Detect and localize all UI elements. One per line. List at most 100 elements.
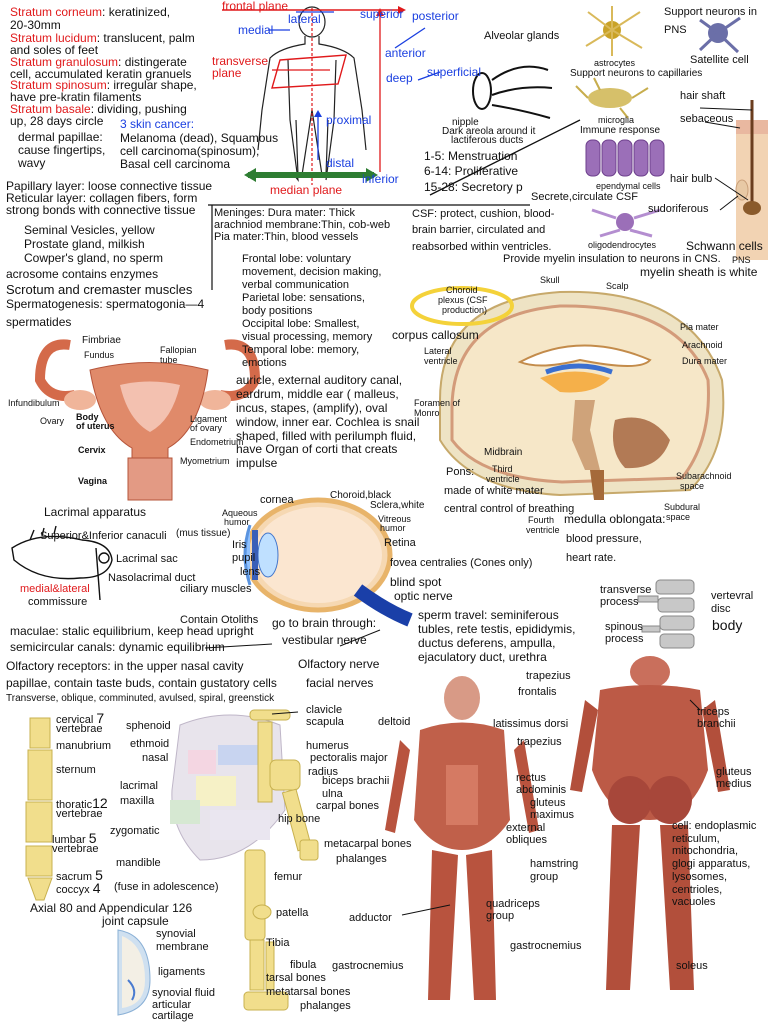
breast-sketch (472, 65, 553, 119)
vitreous-label-1: Vitreous (378, 514, 411, 524)
lateral-ventricle-label-2: ventricle (424, 356, 458, 366)
quadriceps-label-1: quadriceps (486, 898, 540, 910)
rectus-label-1: rectus (516, 772, 546, 784)
zygomatic-label: zygomatic (110, 825, 160, 837)
distal-label: distal (326, 156, 355, 170)
cell-organelles-1: cell: endoplasmic (672, 820, 757, 832)
lobe-line-7: visual processing, memory (242, 331, 373, 343)
pectoralis-label: pectoralis major (310, 752, 388, 764)
ligament-label-1: Ligament (190, 414, 228, 424)
ear-line-7: impulse (236, 456, 278, 470)
eye-image (243, 497, 413, 627)
skin-cancer-2: cell carcinoma(spinosum), (120, 144, 260, 158)
skin-layer-granulosum: Stratum granulosum: distingerate (10, 55, 187, 69)
cervix-label: Cervix (78, 445, 106, 455)
spinous-process-1: spinous (605, 621, 643, 633)
cell-organelles-3: mitochondria, (672, 845, 739, 857)
sacrum-label: sacrum 5 (56, 867, 103, 883)
lobe-line-2: movement, decision making, (242, 266, 382, 278)
lobe-line-1: Frontal lobe: voluntary (242, 253, 351, 265)
skin-layer-lucidum: Stratum lucidum: translucent, palm (10, 31, 195, 45)
csf-line-2: brain barrier, circulated and (412, 224, 546, 236)
cycle-secretory: 15-28: Secretory p (424, 180, 523, 194)
gastrocnemius-back-label: gastrocnemius (510, 940, 582, 952)
breathing-label: central control of breathing (444, 503, 575, 515)
vertebral-disc-2: disc (711, 603, 731, 615)
ear-line-6: have Organ of corti that creats (236, 442, 398, 456)
skeleton-limbs-image (243, 709, 319, 1011)
sclera-label: Sclera,white (370, 500, 425, 511)
subarachnoid-label-1: Subarachnoid (676, 471, 732, 481)
nasolacrimal-duct-label: Nasolacrimal duct (108, 572, 196, 584)
fibula-label: fibula (290, 959, 317, 971)
optic-nerve-label: optic nerve (394, 589, 453, 603)
oligodendrocyte-image (591, 208, 661, 238)
skin-layer-spinosum-desc: have pre-kratin filaments (10, 90, 142, 104)
deltoid-label: deltoid (378, 716, 411, 728)
carpal-label: carpal bones (316, 800, 379, 812)
microglia-label: microglia (598, 115, 635, 125)
ovary-label: Ovary (40, 416, 65, 426)
pia-mater-label: Pia mater (680, 322, 719, 332)
aqueous-label-1: Aqueous (222, 508, 258, 518)
tarsal-label: tarsal bones (266, 972, 326, 984)
coccyx-label: coccyx 4 (56, 880, 101, 896)
patella-label: patella (276, 907, 309, 919)
acrosome: acrosome contains enzymes (6, 267, 159, 281)
astrocytes-label: astrocytes (594, 58, 636, 68)
nipple-label: nipple (452, 117, 479, 128)
satellite-cell-image (698, 16, 741, 54)
to-brain-label: go to brain through: (272, 616, 377, 630)
anterior-label: anterior (385, 46, 426, 60)
scrotum-label: Scrotum and cremaster muscles (6, 282, 193, 297)
taste-papillae-label: papillae, contain taste buds, contain gu… (6, 676, 277, 690)
axial-appendicular-label: Axial 80 and Appendicular 126 (30, 901, 193, 915)
cell-organelles-5: lysosomes, (672, 871, 728, 883)
ear-line-3: incus, stapes, (amplify), oval (236, 401, 388, 415)
ependymal-label: ependymal cells (596, 181, 661, 191)
cell-organelles-7: vacuoles (672, 896, 716, 908)
maculae-label: maculae: stalic equilibrium, keep head u… (10, 624, 254, 638)
astrocyte-image (585, 6, 643, 56)
hip-bone-label: hip bone (278, 813, 321, 825)
commissure-label-1: medial&lateral (20, 583, 90, 595)
transverse-plane-label-1: transverse (212, 54, 269, 68)
cervical-label: cervical 7 (56, 710, 105, 726)
meninges-arachnoid: arachniod membrane:Thin, cob-web (214, 219, 391, 231)
scapula-label: scapula (306, 716, 344, 728)
dermal-papillae-2: cause fingertips, (18, 143, 106, 157)
skin-cancer-3: Basal cell carcinoma (120, 157, 231, 171)
synovial-fluid-label: synovial fluid (152, 987, 215, 999)
lumbar-vertebrae-label: vertebrae (52, 843, 99, 855)
posterior-label: posterior (412, 9, 459, 23)
soleus-label: soleus (676, 960, 708, 972)
gastrocnemius-front-label: gastrocnemius (332, 960, 404, 972)
femur-label: femur (274, 871, 303, 883)
subdural-label-2: space (666, 512, 691, 522)
fundus-label: Fundus (84, 350, 115, 360)
superior-label: superior (360, 7, 404, 21)
inferior-label: inferior (362, 172, 399, 186)
gluteus-max-label-1: gluteus (530, 797, 566, 809)
vertebra-image (637, 579, 695, 649)
dermis-papillary: Papillary layer: loose connective tissue (6, 179, 213, 193)
lacrimal-bone-label: lacrimal (120, 780, 158, 792)
synovial-membrane-1: synovial (156, 928, 196, 940)
transverse-process-1: transverse (600, 584, 652, 596)
ear-line-1: auricle, external auditory canal, (236, 373, 403, 387)
superficial-label: superficial (427, 65, 482, 79)
schwann-label-1: Schwann cells (686, 239, 763, 253)
trapezius-2-label: trapezius (517, 736, 562, 748)
latissimus-label: latissimus dorsi (493, 718, 569, 730)
cowpers-gland: Cowper's gland, no sperm (24, 251, 164, 265)
secrete-csf-label: Secrete,circulate CSF (531, 191, 638, 203)
spinous-process-2: process (605, 633, 644, 645)
sacrum-count: 5 (95, 867, 103, 883)
joint-capsule-label: joint capsule (102, 914, 169, 928)
myelin-cns-label: Provide myelin insulation to neurons in … (503, 253, 721, 265)
skin-layer-corneum-desc: 20-30mm (10, 18, 61, 32)
vitreous-label-2: humor (380, 523, 406, 533)
lacrimal-sketch (11, 525, 113, 601)
third-ventricle-label-2: ventricle (486, 474, 520, 484)
spermatogenesis-2: spermatides (6, 315, 72, 329)
